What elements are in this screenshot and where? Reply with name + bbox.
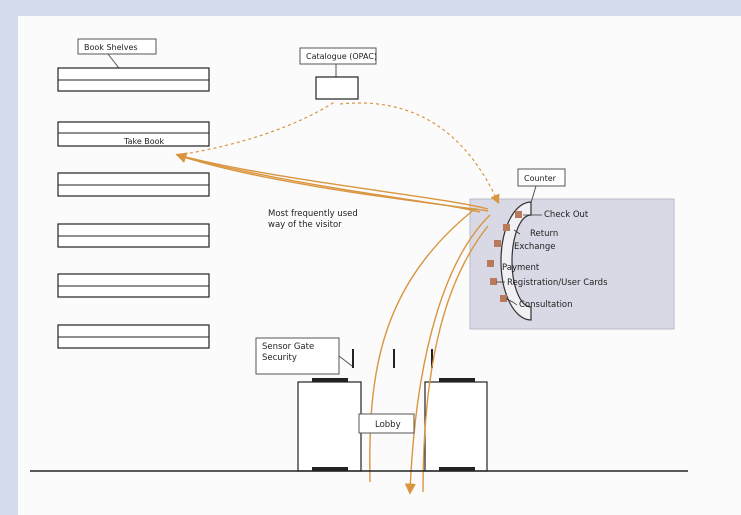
service-check-out: Check Out [544, 210, 589, 220]
service-return: Return [530, 229, 558, 239]
lobby-label: Lobby [375, 420, 401, 430]
book-shelf-5 [57, 273, 210, 298]
entrance-right-pillar [424, 378, 488, 472]
catalogue-label: Catalogue (OPAC) [306, 52, 377, 61]
path-book-to-catalogue [177, 100, 337, 156]
service-markers [487, 211, 522, 302]
lobby-label-box [358, 413, 415, 434]
catalogue-paths [177, 100, 500, 205]
path-book-to-counter-2 [177, 155, 481, 213]
visitor-way-label: Most frequently used way of the visitor [268, 209, 361, 230]
sensor-gate-label-box [255, 337, 340, 375]
sensor-gate-line-2: Security [262, 353, 297, 363]
sensor-gate-label: Sensor Gate Security [262, 342, 317, 363]
path-counter-to-book [175, 152, 489, 212]
path-catalogue-to-counter [339, 102, 500, 205]
shelves-label: Book Shelves [84, 43, 138, 52]
book-shelf-6 [57, 324, 210, 349]
book-shelf-2 [57, 121, 210, 147]
library-floor-plan: Book Shelves Take Book Catalogue (OPAC) … [30, 38, 688, 495]
take-book-label: Take Book [123, 137, 165, 146]
counter-label-box [517, 168, 566, 187]
counter-label: Counter [524, 174, 557, 183]
catalogue-terminal [315, 76, 359, 100]
book-shelf-3 [57, 172, 210, 197]
service-exchange: Exchange [514, 242, 556, 252]
visitor-way-line-2: way of the visitor [268, 220, 342, 230]
service-registration: Registration/User Cards [507, 278, 608, 288]
visitor-paths [175, 152, 491, 495]
visitor-way-line-1: Most frequently used [268, 209, 358, 219]
entrance-left-pillar [297, 378, 362, 472]
sensor-gate-pointer [338, 355, 353, 367]
path-counter-to-exit-2 [422, 225, 489, 493]
service-payment: Payment [502, 263, 540, 273]
shelves-label-box [77, 38, 157, 55]
sensor-gates [352, 349, 433, 368]
path-book-to-counter [177, 154, 489, 210]
diagram-canvas: Book Shelves Take Book Catalogue (OPAC) … [18, 16, 741, 515]
path-counter-to-exit [404, 214, 491, 495]
book-shelf-4 [57, 223, 210, 248]
sensor-gate-line-1: Sensor Gate [262, 342, 314, 352]
path-entry-to-counter [369, 207, 477, 483]
book-shelf-1 [57, 67, 210, 92]
catalogue-label-box [299, 47, 377, 65]
service-consultation: Consultation [519, 300, 573, 310]
